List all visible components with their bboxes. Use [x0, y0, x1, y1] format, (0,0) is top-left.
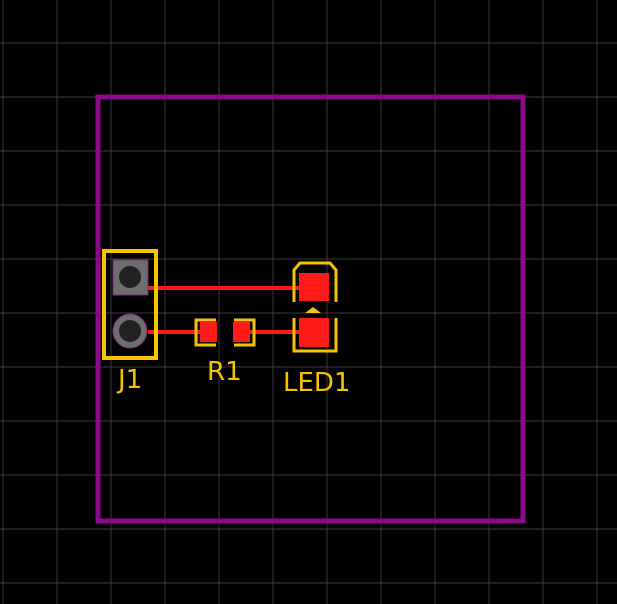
r1-pad-1	[200, 322, 217, 342]
r1-silk-left	[194, 318, 216, 347]
j1-silkscreen	[102, 249, 158, 360]
led1-silk-bottom	[292, 318, 338, 353]
j1-label: J1	[116, 365, 142, 395]
r1-silk-right	[234, 318, 256, 347]
r1-pad-2	[233, 322, 250, 342]
r1-label: R1	[207, 357, 242, 387]
led1-label: LED1	[283, 368, 350, 398]
led1-pad-2	[299, 318, 329, 347]
component-led1[interactable]: LED1	[283, 261, 350, 398]
led1-silk-top	[292, 261, 338, 302]
led1-pad-1	[299, 273, 329, 301]
component-j1[interactable]: J1	[102, 249, 158, 395]
led1-polarity-marker	[305, 307, 321, 313]
board-outline[interactable]	[95, 94, 526, 524]
component-r1[interactable]: R1	[194, 318, 256, 387]
